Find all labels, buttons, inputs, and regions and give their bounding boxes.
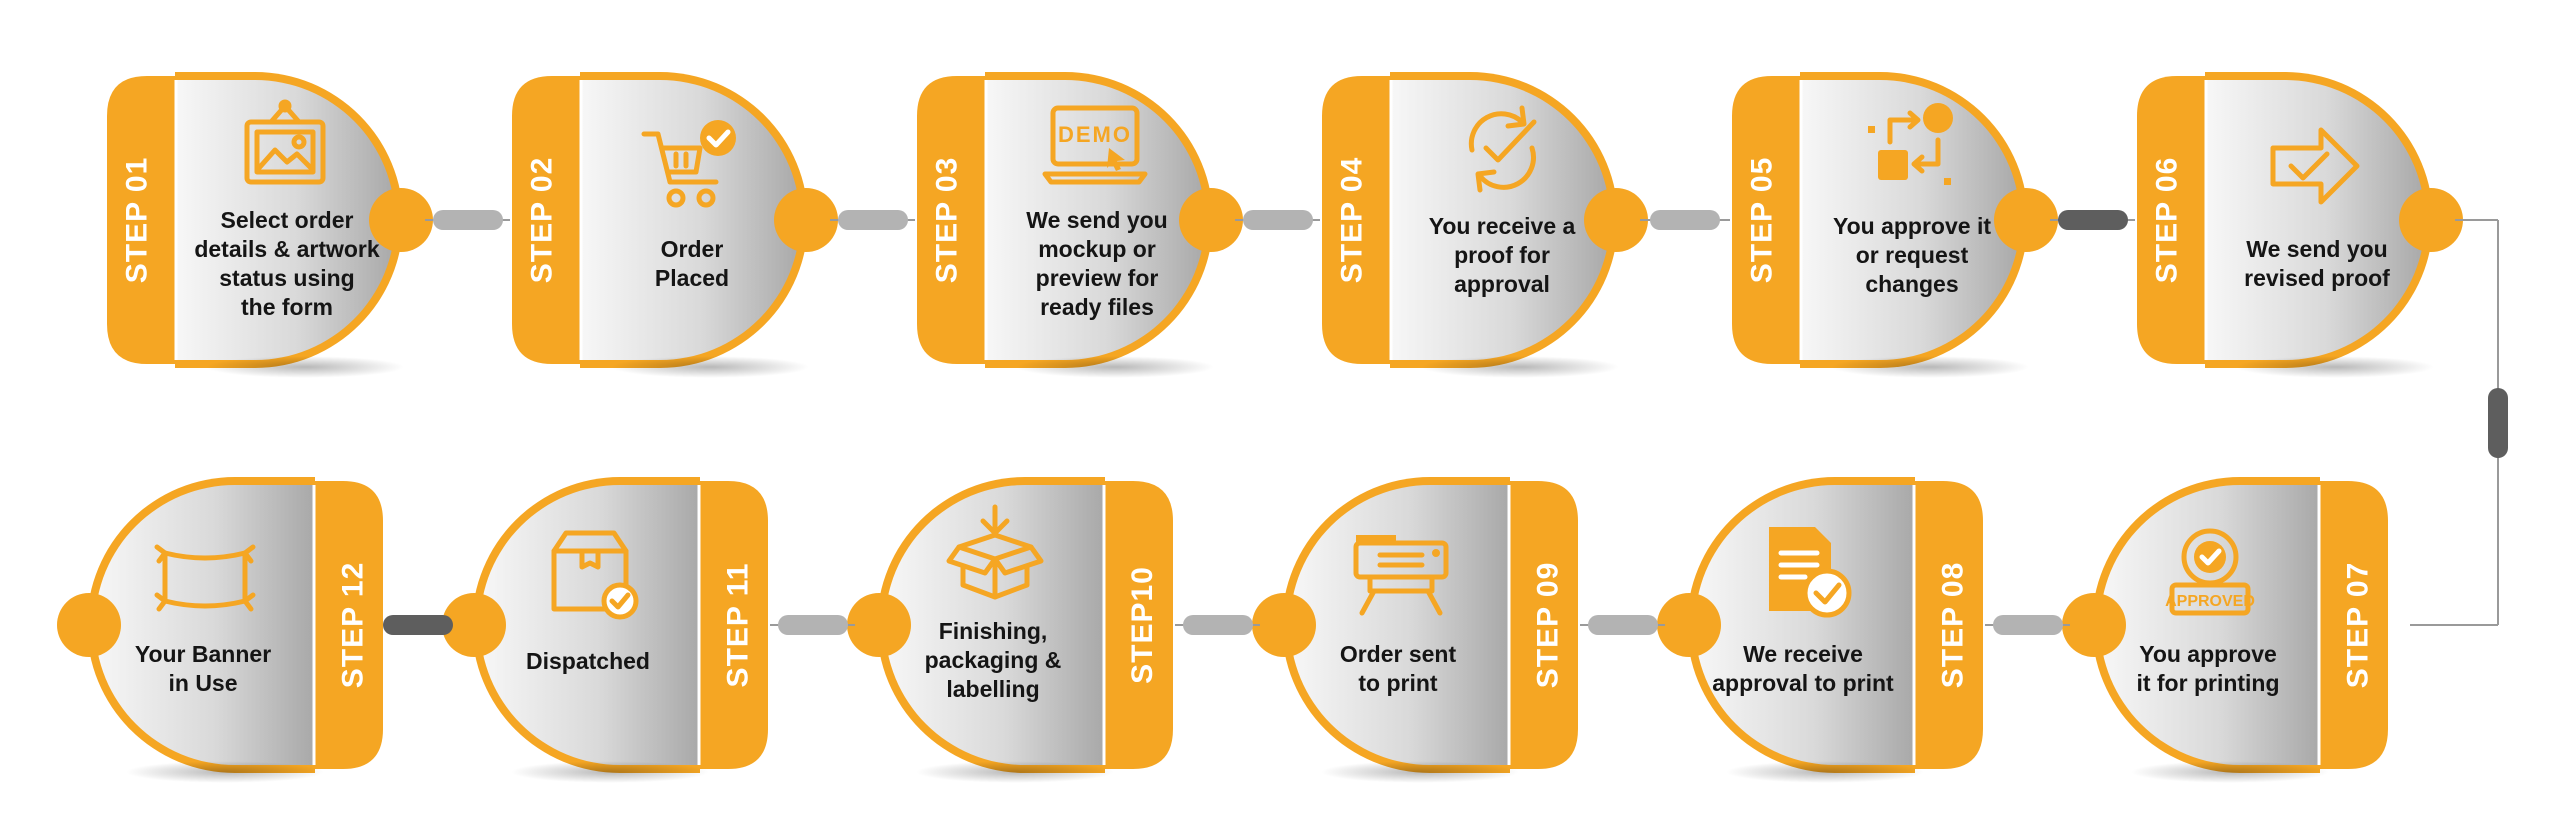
step-caption: Your Banner in Use (134, 641, 272, 696)
step-card-12: STEP 12 Your Banner in Use (57, 475, 385, 783)
step-label: STEP 01 (105, 70, 169, 370)
icon-text: APPROVED (2165, 593, 2255, 610)
approved-stamp-icon: APPROVED (2160, 523, 2260, 619)
step-label: STEP 09 (1516, 475, 1580, 775)
step-caption: You approve it for printing (2136, 641, 2280, 696)
workflow-icon (1860, 98, 1960, 194)
step-label-text: STEP 07 (2341, 561, 2374, 689)
step-label: STEP 12 (321, 475, 385, 775)
connector-top-5 (2050, 208, 2135, 232)
step-label-text: STEP 09 (1531, 561, 1564, 689)
step-label: STEP 07 (2326, 475, 2390, 775)
step-label: STEP10 (1111, 475, 1175, 775)
step-card-shape (107, 72, 433, 368)
step-label: STEP 05 (1730, 70, 1794, 370)
step-caption: Order Placed (654, 236, 730, 291)
step-label-text: STEP 04 (1335, 156, 1368, 284)
step-card-shape (1657, 477, 1983, 773)
step-label: STEP 11 (706, 475, 770, 775)
step-card-shape (1252, 477, 1578, 773)
step-label-text: STEP 01 (120, 156, 153, 284)
laptop-demo-icon: DEMO (1042, 98, 1148, 194)
step-card-03: STEP 03 DEMO We send you mockup or preview… (915, 70, 1243, 378)
connector-top-2 (830, 208, 915, 232)
card-shadow (1015, 356, 1215, 378)
icon-text: DEMO (1058, 122, 1132, 147)
package-check-icon (540, 523, 640, 620)
document-check-icon (1755, 523, 1855, 619)
step-caption: Finishing, packaging & labelling (924, 618, 1062, 702)
step-label-text: STEP 11 (721, 562, 754, 688)
step-caption: Order sent to print (1339, 641, 1457, 696)
step-caption: We send you revised proof (2244, 236, 2390, 291)
step-card-shape (2062, 477, 2388, 773)
connector-top-4 (1640, 208, 1730, 232)
step-card-06: STEP 06 We send you revised proof (2135, 70, 2463, 378)
step-label: STEP 04 (1320, 70, 1384, 370)
step-label: STEP 08 (1921, 475, 1985, 775)
card-shadow (915, 761, 1115, 783)
step-card-shape (847, 477, 1173, 773)
arrow-check-icon (2265, 118, 2365, 214)
card-shadow (1725, 761, 1925, 783)
connector-bottom-4 (770, 613, 855, 637)
step-card-shape (512, 72, 838, 368)
step-card-shape (1732, 72, 2058, 368)
card-shadow (1320, 761, 1520, 783)
step-caption: You receive a proof for approval (1428, 213, 1576, 297)
step-card-04: STEP 04 You receive a proof for approval (1320, 70, 1648, 378)
step-label-text: STEP 06 (2150, 156, 2183, 284)
card-shadow (2130, 761, 2330, 783)
step-label-text: STEP10 (1126, 566, 1160, 684)
refresh-check-icon (1450, 98, 1550, 194)
step-card-05: STEP 05 You approve it or request changes (1730, 70, 2058, 378)
step-card-shape (917, 72, 1243, 368)
banner-icon (154, 523, 256, 619)
framed-artwork-icon (235, 98, 335, 194)
connector-bottom-2 (1580, 613, 1665, 637)
card-shadow (125, 761, 325, 783)
step-card-01: STEP 01 Select order details & artwork st… (105, 70, 433, 378)
shopping-cart-check-icon (640, 118, 740, 214)
step-card-11: STEP 11 Dispatched (442, 475, 770, 783)
connector-bottom-5 (382, 613, 453, 637)
step-card-10: STEP10 Finishing, packaging & labelling (847, 475, 1175, 783)
step-card-07: STEP 07 APPROVED You approve it for printi… (2062, 475, 2390, 783)
step-caption: We receive approval to print (1712, 641, 1894, 696)
step-label-text: STEP 08 (1936, 561, 1969, 689)
connector-top-1 (425, 208, 510, 232)
card-shadow (205, 356, 405, 378)
step-caption: Dispatched (526, 648, 650, 674)
card-shadow (1830, 356, 2030, 378)
step-card-02: STEP 02 Order Placed (510, 70, 838, 378)
step-card-shape (442, 477, 768, 773)
step-caption: We send you mockup or preview for ready … (1026, 207, 1168, 320)
step-card-shape (57, 477, 383, 773)
step-label: STEP 03 (915, 70, 979, 370)
box-download-icon (945, 503, 1045, 600)
step-caption: You approve it or request changes (1832, 213, 1992, 297)
connector-bottom-1 (1985, 613, 2070, 637)
step-label: STEP 02 (510, 70, 574, 370)
large-format-printer-icon (1350, 523, 1450, 619)
step-card-09: STEP 09 Order sent to print (1252, 475, 1580, 783)
connector-bottom-3 (1175, 613, 1260, 637)
step-caption: Select order details & artwork status us… (194, 207, 380, 320)
card-shadow (610, 356, 810, 378)
step-label-text: STEP 05 (1745, 156, 1778, 284)
step-label-text: STEP 02 (525, 156, 558, 284)
card-shadow (1420, 356, 1620, 378)
step-card-08: STEP 08 We receive approval to print (1657, 475, 1985, 783)
card-shadow (2235, 356, 2435, 378)
step-label-text: STEP 12 (336, 561, 369, 689)
connector-top-3 (1235, 208, 1320, 232)
step-card-shape (2137, 72, 2463, 368)
card-shadow (510, 761, 710, 783)
step-label: STEP 06 (2135, 70, 2199, 370)
step-label-text: STEP 03 (930, 156, 963, 284)
step-card-shape (1322, 72, 1648, 368)
